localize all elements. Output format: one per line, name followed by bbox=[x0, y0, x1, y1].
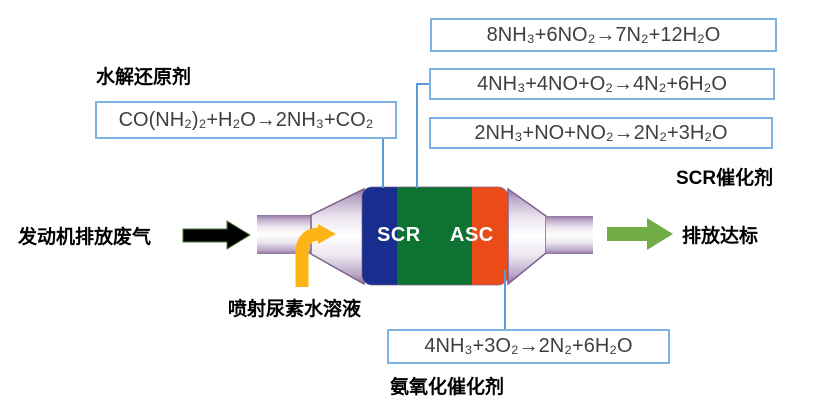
hydrolysis-agent-label: 水解还原剂 bbox=[96, 67, 192, 88]
converter-body-outline bbox=[361, 186, 509, 286]
scr-no2-equation-box: 8NH₃+6NO₂→7N₂+12H₂O bbox=[430, 18, 777, 52]
asc-catalyst-label: 氨氧化催化剂 bbox=[390, 377, 505, 398]
engine-exhaust-label: 发动机排放废气 bbox=[18, 227, 152, 248]
outlet-pipe bbox=[546, 216, 593, 254]
exhaust-inlet-arrow-icon bbox=[182, 220, 251, 250]
scr-catalyst-label: SCR催化剂 bbox=[676, 168, 774, 189]
catalytic-converter bbox=[257, 186, 593, 286]
scr-standard-equation-box: 4NH₃+4NO+O₂→4N₂+6H₂O bbox=[429, 68, 775, 100]
asc-band-orange bbox=[472, 187, 508, 285]
outlet-cone bbox=[507, 187, 547, 286]
urea-hydrolysis-equation-box: CO(NH₂)₂+H₂O→2NH₃+CO₂ bbox=[95, 101, 397, 139]
urea-spray-label: 喷射尿素水溶液 bbox=[228, 299, 362, 320]
scr-fast-equation-box: 2NH₃+NO+NO₂→2N₂+3H₂O bbox=[429, 117, 773, 149]
asc-band-label: ASC bbox=[450, 224, 494, 246]
scr-band-label: SCR bbox=[377, 224, 421, 246]
scr-band-blue bbox=[362, 187, 397, 285]
ammonia-oxidation-equation-box: 4NH₃+3O₂→2N₂+6H₂O bbox=[387, 329, 670, 364]
urea-injection-arrow-icon bbox=[295, 224, 336, 287]
connector-scr-equations-to-converter bbox=[416, 83, 429, 188]
scr-band-green bbox=[397, 187, 472, 285]
emission-ok-label: 排放达标 bbox=[682, 226, 759, 247]
clean-emission-arrow-icon bbox=[607, 218, 673, 250]
